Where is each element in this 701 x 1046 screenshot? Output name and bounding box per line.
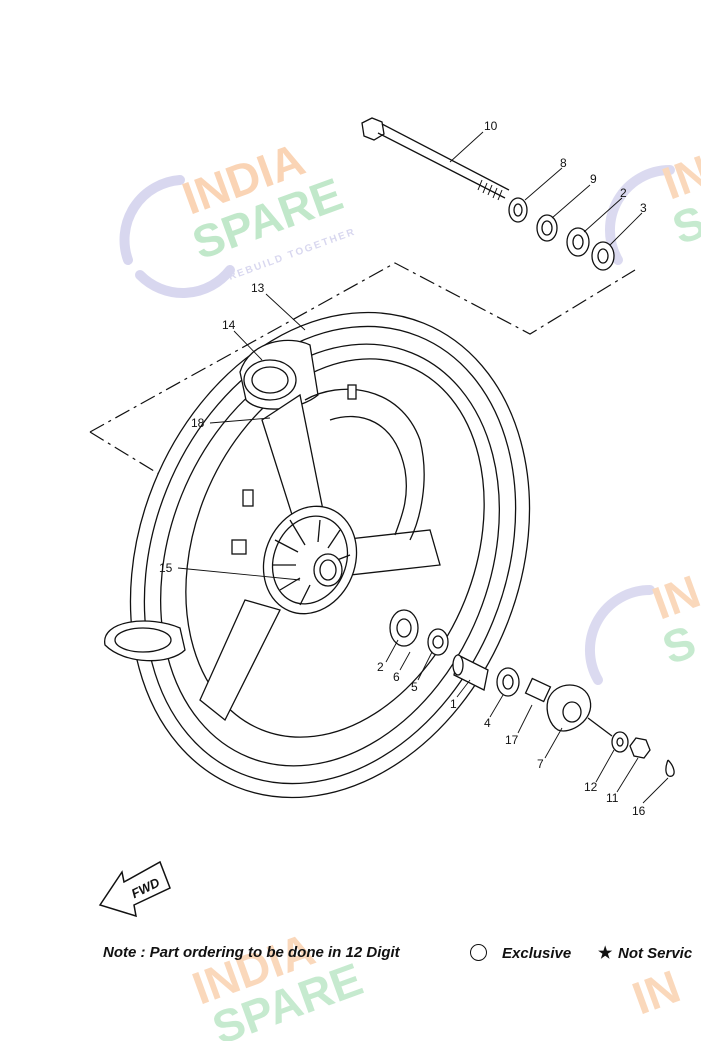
- callout-4: 4: [484, 716, 491, 730]
- callout-16: 16: [632, 804, 646, 818]
- callout-17: 17: [505, 733, 519, 747]
- right-side-parts: [508, 197, 615, 271]
- callout-10: 10: [484, 119, 498, 133]
- fwd-arrow-icon: FWD: [98, 860, 171, 918]
- exclusive-label: Exclusive: [502, 945, 572, 962]
- watermark-logo: IN S: [584, 565, 701, 685]
- callout-12: 12: [584, 780, 598, 794]
- callout-5: 5: [411, 680, 418, 694]
- callout-labels: 10 8 9 2 3 13 14 18 15 2 6 5 1 4 17 7 12…: [159, 119, 647, 818]
- watermark-logo: INDIA SPARE REBUILD TOGETHER: [119, 133, 358, 298]
- callout-18: 18: [191, 416, 205, 430]
- callout-11: 11: [606, 791, 619, 805]
- callout-14: 14: [222, 318, 236, 332]
- svg-text:S: S: [656, 615, 701, 674]
- callout-7: 7: [537, 757, 544, 771]
- callout-1: 1: [450, 697, 457, 711]
- callout-13: 13: [251, 281, 265, 295]
- callout-2: 2: [620, 186, 627, 200]
- callout-2b: 2: [377, 660, 384, 674]
- axle-bolt: [361, 117, 510, 201]
- left-side-parts: [389, 609, 675, 777]
- watermark-logo: IN: [626, 960, 687, 1025]
- watermark-logo: INDIA SPARE: [186, 923, 370, 1046]
- not-serviceable-label: Not Servic: [618, 945, 693, 962]
- callout-3: 3: [640, 201, 647, 215]
- legend-bar: Note : Part ordering to be done in 12 Di…: [103, 942, 701, 966]
- leader-lines: [177, 131, 669, 804]
- svg-text:S: S: [666, 195, 701, 254]
- wheel-spokes: [199, 384, 441, 722]
- callout-8: 8: [560, 156, 567, 170]
- ordering-note: Note : Part ordering to be done in 12 Di…: [103, 944, 400, 961]
- star-icon: ★: [598, 945, 613, 962]
- circle-icon: [470, 944, 487, 961]
- watermark-logo: IN S: [604, 145, 701, 265]
- callout-6: 6: [393, 670, 400, 684]
- callout-15: 15: [159, 561, 173, 575]
- callout-9: 9: [590, 172, 597, 186]
- svg-text:IN: IN: [626, 960, 687, 1025]
